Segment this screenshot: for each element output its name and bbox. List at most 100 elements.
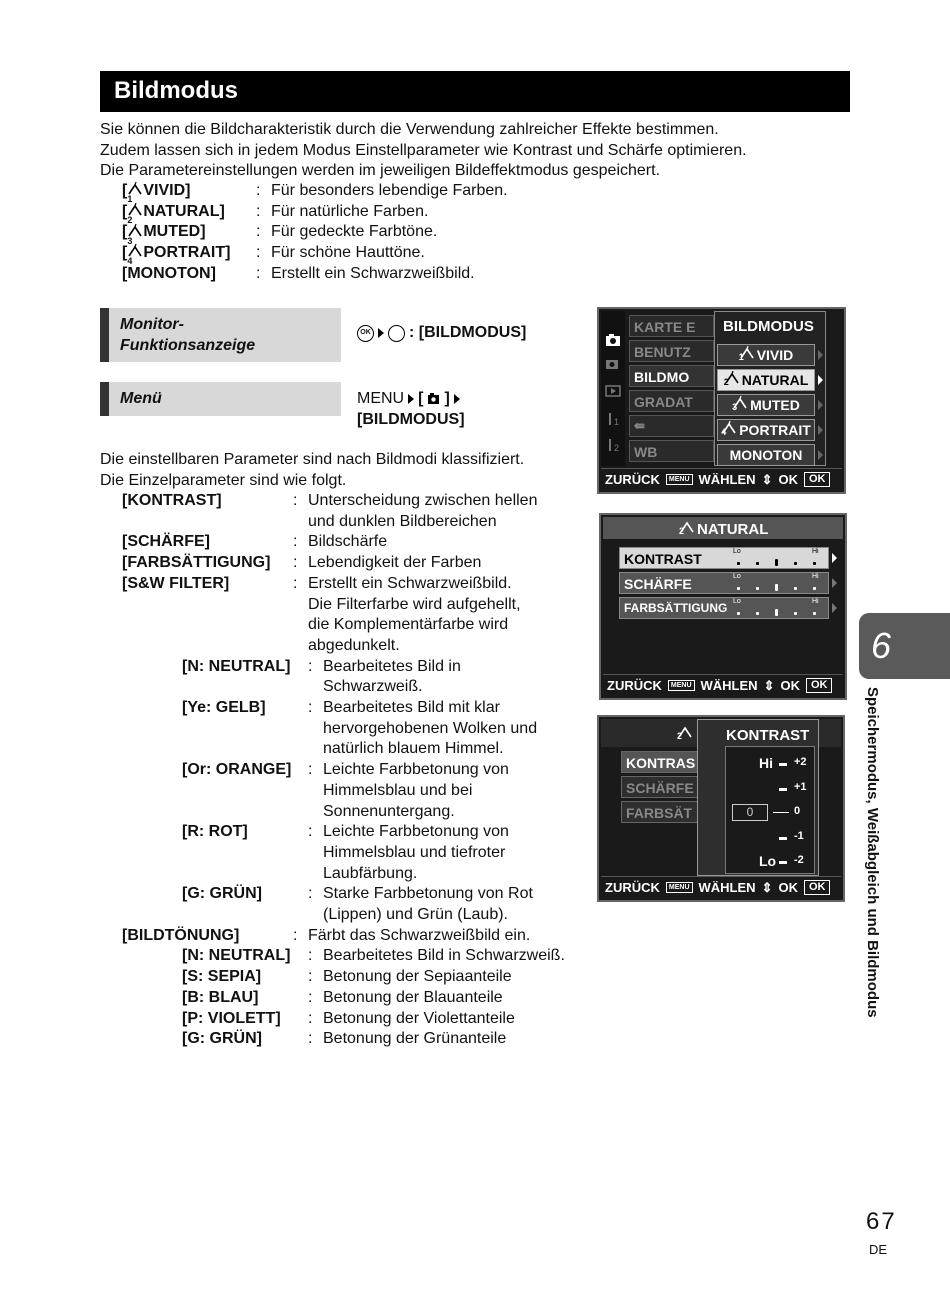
colon: : [256,202,261,220]
colon: : [308,947,313,965]
colon: : [308,885,313,903]
hi-label: Hi [812,573,819,580]
arrow-right-icon [818,450,823,460]
dotted-arrow-icon: ⇚ [634,418,645,433]
screen-title: NATURAL [697,520,769,538]
mode-number: 2 [723,377,729,387]
option-label: VIVID [756,347,794,363]
mode-number: 3 [732,402,738,412]
scale-value: -1 [794,829,804,842]
parameter-label: FARBSÄT [626,805,693,821]
picture-mode-option[interactable]: MONOTON [717,444,823,466]
menu-item-label: GRADAT [634,394,693,410]
colon: : [293,533,298,551]
back-label: ZURÜCK [607,678,662,693]
page-title: Bildmodus [114,77,238,104]
parameter-key: [FARBSÄTTIGUNG] [122,554,271,572]
colon: : [308,823,313,841]
parameter-description: Himmelsblau und bei [323,781,473,799]
menu-item[interactable]: KARTE E [629,315,714,337]
lo-label: Lo [733,548,741,555]
parameter-description: (Lippen) und Grün (Laub). [323,906,508,923]
ok-badge: OK [803,472,831,487]
arrow-right-icon [818,350,823,360]
menu-item[interactable]: BILDMO [629,365,714,387]
arrows-icon: ⇕ [761,471,773,487]
colon: : [293,926,298,944]
parameter-description: Bearbeitetes Bild mit klar [323,699,500,716]
mode-label: [MONOTON] [122,264,216,282]
arrow-right-icon [408,393,415,404]
chapter-side-title: Speichermodus, Weißabgleich und Bildmodu… [864,687,881,1018]
ok-label: OK [778,880,798,895]
parameter-description: Bearbeitetes Bild in [323,657,461,675]
menu-item[interactable]: GRADAT [629,390,714,412]
parameter-label: KONTRAST [624,551,702,567]
parameter-key: [Ye: GELB] [182,699,266,716]
menu-path-line2: [BILDMODUS] [357,411,465,428]
colon: : [308,968,313,986]
mode-label: NATURAL] [143,202,225,220]
bracket: [ [122,223,128,241]
parameter-key: [BILDTÖNUNG] [122,926,240,944]
monitor-path-text: : [BILDMODUS] [409,324,527,341]
params-intro: Die einstellbaren Parameter sind nach Bi… [100,450,524,491]
monitor-label-line: Funktionsanzeige [120,337,256,354]
current-value-box[interactable]: 0 [732,804,768,821]
parameter-key: [B: BLAU] [182,988,259,1006]
menu-path-bracket: ] [444,390,450,407]
menu-item[interactable]: ⇚ [629,415,714,437]
parameter-label: KONTRAS [626,755,696,771]
bracket: [ [122,244,128,262]
parameter-description: Starke Farbbetonung von Rot [323,885,533,903]
parameter-row[interactable]: SCHÄRFE [621,776,701,798]
mode-description: Für gedeckte Farbtöne. [271,223,438,241]
parameter-row[interactable]: KONTRAS [621,751,701,773]
scale-dot [813,587,816,590]
option-label: MUTED [750,397,800,413]
mode-key: [MONOTON] [122,264,256,285]
title-bar: Bildmodus [100,71,850,112]
parameter-key: [Or: ORANGE] [182,761,292,779]
wrench2-tab-icon: 2 [609,439,619,453]
parameter-description: natürlich blauem Himmel. [323,740,504,758]
parameter-row[interactable]: FARBSÄT [621,801,701,823]
parameter-key: [G: GRÜN] [182,885,262,903]
menu-item[interactable]: BENUTZ [629,340,714,362]
scale-dot [794,587,797,590]
picture-mode-icon: 1 [739,346,755,364]
parameter-description: Bildschärfe [308,533,388,551]
screen-bottom-bar: ZURÜCK MENU WÄHLEN ⇕ OK OK [601,876,841,898]
menu-item[interactable]: WB [629,440,714,462]
screen-title-bar: 2 NATURAL [603,517,843,539]
option-label: NATURAL [741,372,809,388]
popup-title: KONTRAST [726,727,810,744]
bracket: [ [122,182,128,199]
select-label: WÄHLEN [698,880,756,895]
colon: : [308,657,313,675]
menu-path: MENU [ ] [BILDMODUS] [357,388,465,430]
mode-number: 2 [127,215,133,226]
screen-tab-column: 1 2 [601,311,625,466]
mode-icon: 2 [677,725,693,743]
mode-description: Für besonders lebendige Farben. [271,182,508,199]
scale-tick [773,812,789,813]
arrow-right-icon [832,603,837,613]
picture-mode-icon: 2 [127,203,143,225]
picture-mode-option[interactable]: 2 NATURAL [717,369,823,391]
parameter-key: [S&W FILTER] [122,574,230,592]
picture-mode-icon: 2 [724,371,740,389]
parameter-description: Lebendigkeit der Farben [308,554,482,572]
picture-mode-option[interactable]: 3 MUTED [717,394,823,416]
